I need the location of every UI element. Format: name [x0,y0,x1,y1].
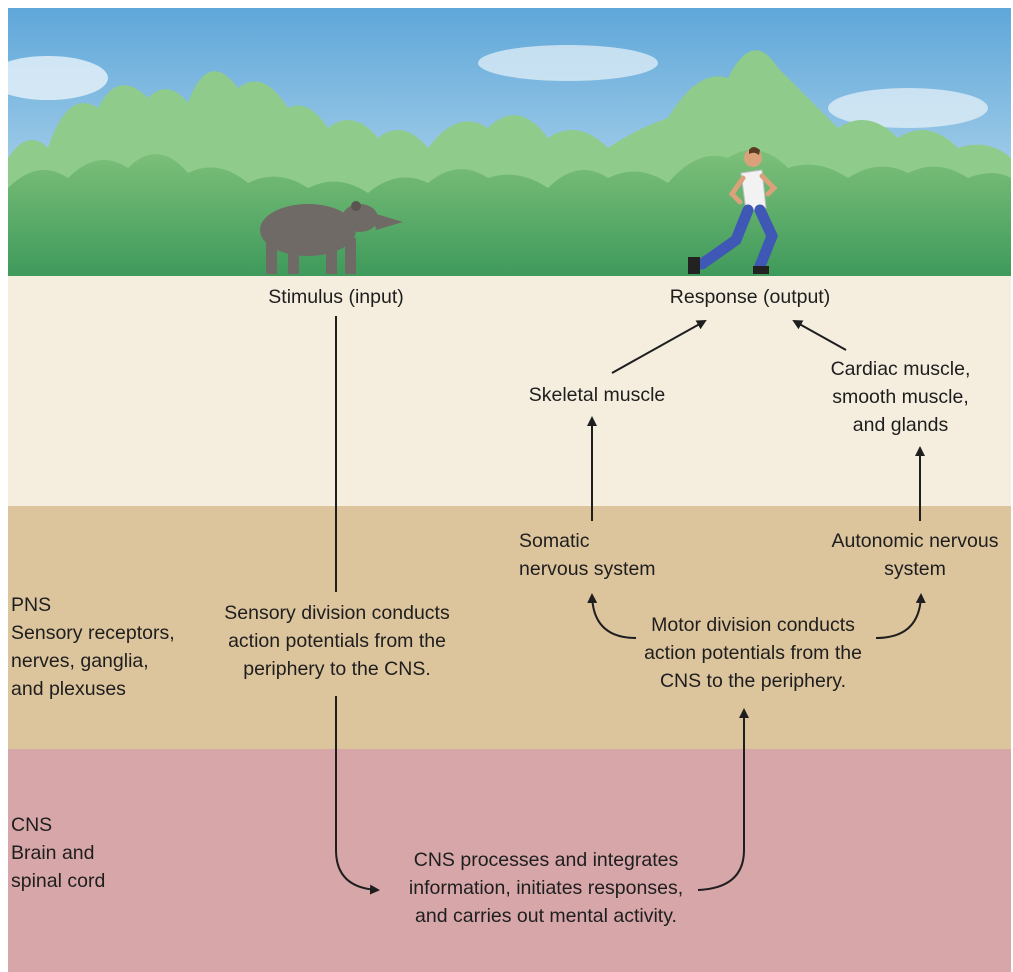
somatic-system-label: Somatic nervous system [519,530,656,580]
cns-label: CNS Brain and spinal cord [11,814,106,892]
bear-icon [260,201,403,274]
effectors-band [8,276,1011,506]
motor-division-label: Motor division conducts action potential… [644,614,862,692]
cns-band [8,749,1011,972]
cloud [828,88,988,128]
stimulus-label: Stimulus (input) [268,286,404,308]
cns-process-label: CNS processes and integrates information… [408,849,684,927]
pns-label: PNS Sensory receptors, nerves, ganglia, … [11,594,175,700]
cloud [478,45,658,81]
response-label: Response (output) [669,286,831,308]
forest-scene [8,8,1011,276]
sensory-division-label: Sensory division conducts action potenti… [224,602,450,680]
forest-illustration [8,8,1011,276]
pns-band [8,506,1011,749]
cloud [8,56,108,100]
running-man-icon [688,147,778,274]
skeletal-muscle-label: Skeletal muscle [528,384,666,406]
autonomic-system-label: Autonomic nervous system [831,530,999,580]
nervous-system-diagram: Stimulus (input) Response (output) Skele… [8,8,1011,972]
cardiac-muscle-label: Cardiac muscle, smooth muscle, and gland… [830,358,971,436]
